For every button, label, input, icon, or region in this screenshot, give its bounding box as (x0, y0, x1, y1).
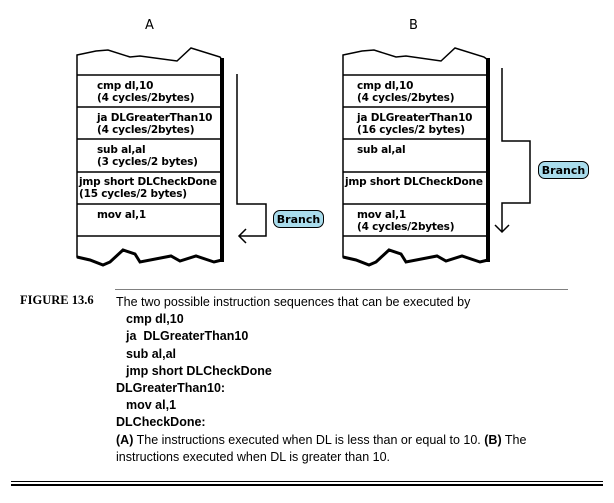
caption-a-tag: (A) (116, 432, 134, 447)
panel-a-cell-3: sub al,al (3 cycles/2 bytes) (97, 144, 198, 168)
panel-a-stack (76, 47, 224, 267)
bottom-rule-bottom (11, 484, 603, 486)
code-label: DLGreaterThan10: (116, 381, 226, 396)
code-line: jmp short DLCheckDone (126, 363, 272, 378)
bottom-rule-top (11, 481, 603, 482)
caption-b-tag: (B) (484, 432, 502, 447)
code-label: DLCheckDone: (116, 415, 206, 430)
branch-arrow-b (494, 68, 531, 234)
panel-a-cell-1: cmp dl,10 (4 cycles/2bytes) (97, 80, 195, 104)
panel-a-cell-2: ja DLGreaterThan10 (4 cycles/2bytes) (97, 112, 213, 136)
caption-a-text: The instructions executed when DL is les… (133, 432, 485, 447)
panel-a-label: A (145, 18, 154, 33)
branch-arrow-a (236, 74, 267, 244)
code-line: sub al,al (126, 346, 177, 361)
caption-intro: The two possible instruction sequences t… (116, 295, 471, 309)
branch-badge-b: Branch (538, 161, 589, 179)
caption-line-2: instructions executed when DL is greater… (116, 449, 390, 464)
code-line: ja DLGreaterThan10 (126, 329, 249, 344)
panel-b-cell-1: cmp dl,10 (4 cycles/2bytes) (357, 80, 455, 104)
panel-b-cell-2: ja DLGreaterThan10 (16 cycles/2 bytes) (357, 112, 473, 136)
panel-b-cell-5: mov al,1 (4 cycles/2bytes) (357, 209, 455, 233)
figure-caption: The two possible instruction sequences t… (116, 294, 576, 466)
panel-a-cell-5: mov al,1 (97, 209, 147, 221)
panel-b-cell-3: sub al,al (357, 144, 406, 156)
code-line: mov al,1 (126, 398, 177, 413)
caption-line-1: (A) The instructions executed when DL is… (116, 432, 576, 449)
figure-label: FIGURE 13.6 (20, 293, 94, 307)
caption-b-text: The (501, 432, 527, 447)
branch-badge-a: Branch (273, 210, 324, 228)
diagram-graphics (76, 47, 568, 290)
panel-a-cell-4: jmp short DLCheckDone (15 cycles/2 bytes… (79, 176, 217, 200)
panel-b-stack (342, 47, 490, 267)
code-line: cmp dl,10 (126, 312, 184, 327)
panel-b-label: B (409, 18, 418, 33)
panel-b-cell-4: jmp short DLCheckDone (345, 176, 483, 188)
